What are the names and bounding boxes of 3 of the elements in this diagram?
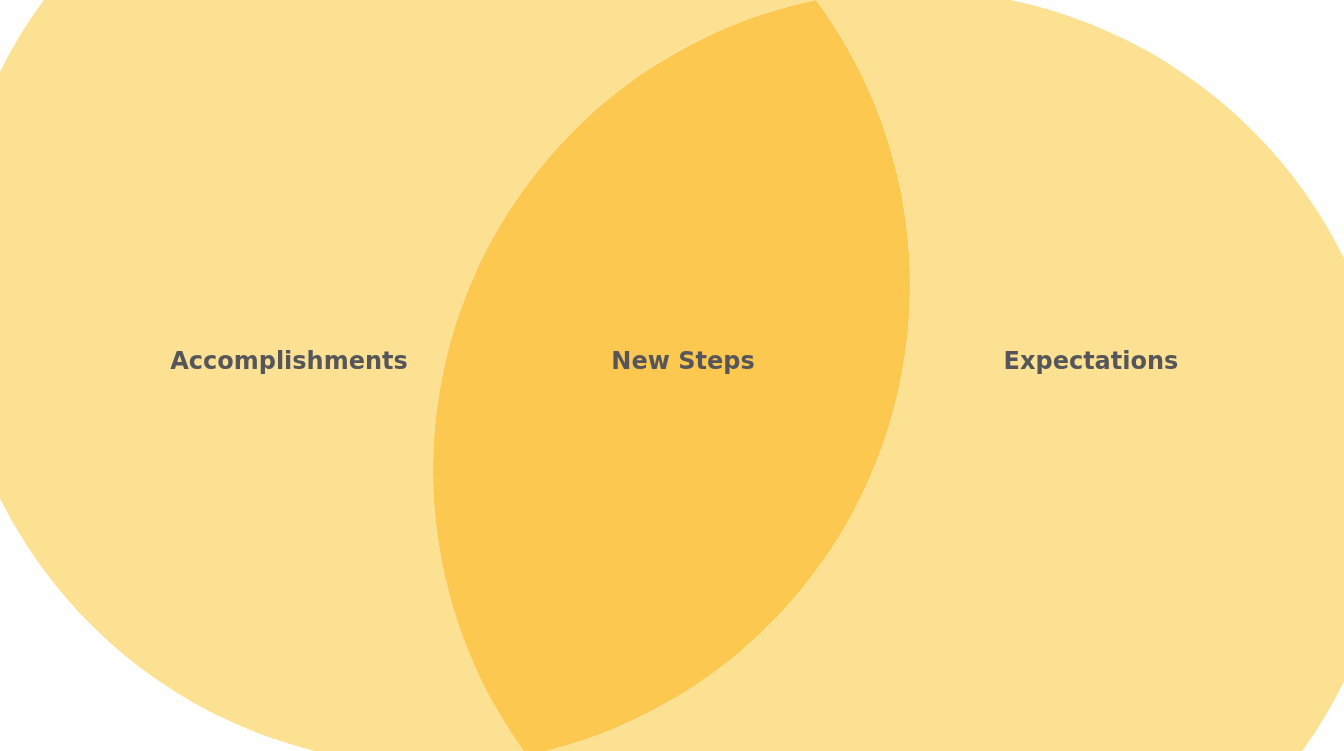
region-label: Accomplishments [170,347,408,375]
region-label: New Steps [611,347,755,375]
region-label: Expectations [1003,347,1179,375]
